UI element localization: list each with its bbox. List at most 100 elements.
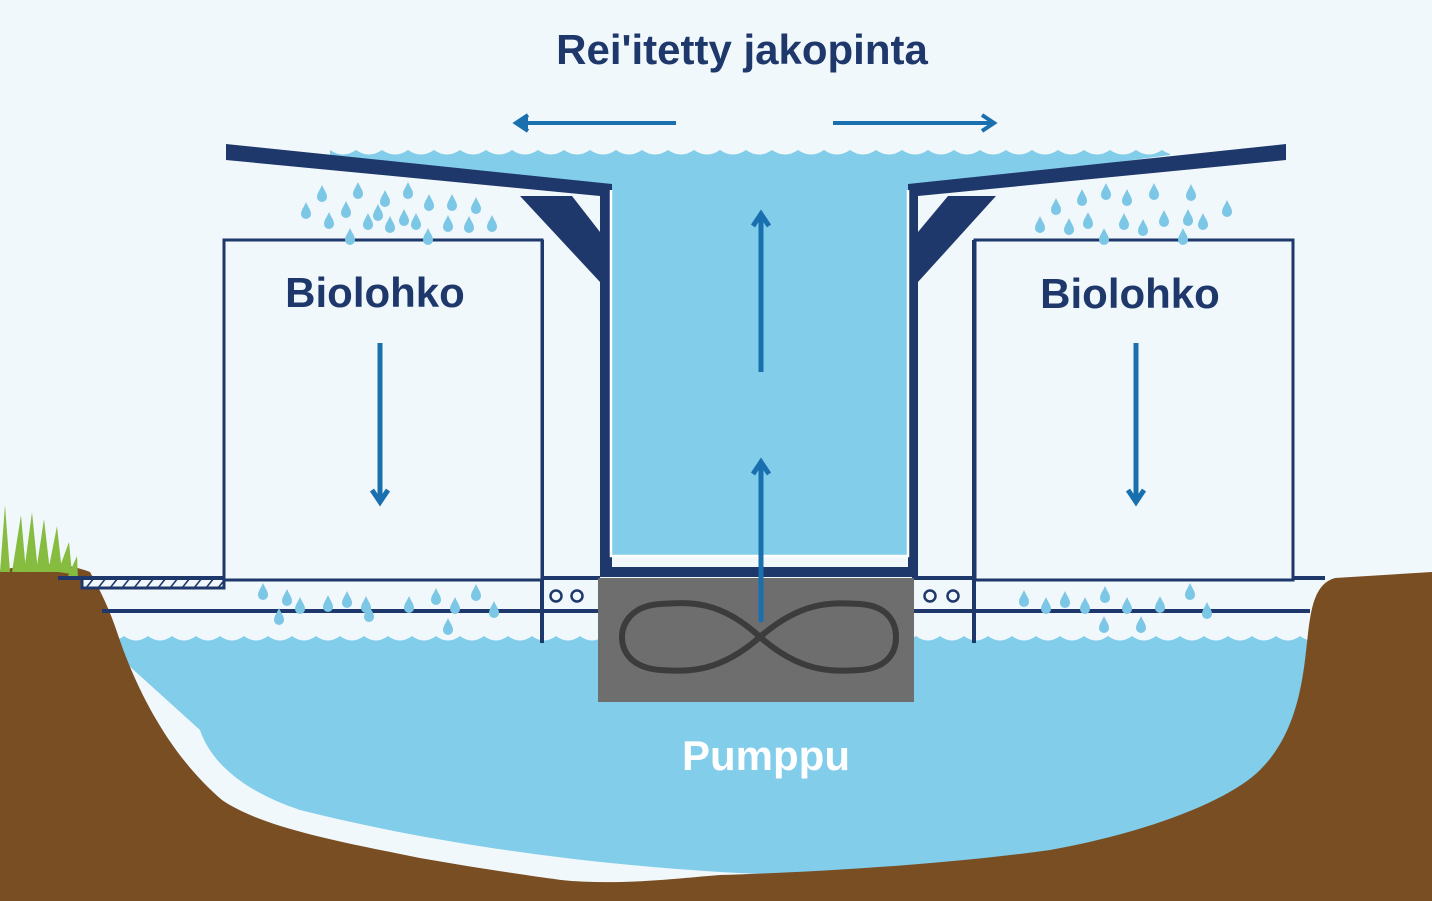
wave-crest (484, 630, 508, 641)
bracket-right (918, 196, 996, 282)
wave-crest (850, 144, 876, 155)
biolohko-left-label: Biolohko (285, 269, 465, 316)
water-drops (258, 182, 1232, 635)
water-drop (1041, 597, 1051, 614)
water-drop (380, 190, 390, 207)
water-drop (317, 185, 327, 202)
water-drop (295, 597, 305, 614)
water-drop (301, 202, 311, 219)
wave-crest (1084, 144, 1110, 155)
wave-crest (1110, 144, 1136, 155)
wave-crest (746, 144, 772, 155)
arrow-biolohko-left-icon (369, 343, 391, 507)
water-drop (363, 213, 373, 230)
wave-crest (434, 144, 460, 155)
water-drop (471, 197, 481, 214)
rollers-right (923, 589, 960, 603)
water-drop (1185, 583, 1195, 600)
wave-crest (1162, 144, 1188, 155)
water-drop (450, 597, 460, 614)
wave-crest (486, 144, 512, 155)
wave-crest (720, 144, 746, 155)
wave-crest (408, 144, 434, 155)
rollers-left (549, 589, 584, 603)
wave-crest (988, 630, 1012, 641)
wave-crest (1228, 630, 1252, 641)
wave-crest (1108, 630, 1132, 641)
wave-crest (172, 630, 196, 641)
water-drop (1159, 210, 1169, 227)
wave-crest (268, 630, 292, 641)
water-drop (1099, 228, 1109, 245)
water-drop (1080, 597, 1090, 614)
water-drop (373, 204, 383, 221)
water-drop (1183, 209, 1193, 226)
soil-right-bank (560, 572, 1432, 901)
wave-crest (1060, 630, 1084, 641)
wave-crest (556, 630, 580, 641)
water-drop (1122, 597, 1132, 614)
wave-crest (364, 630, 388, 641)
water-drop (342, 591, 352, 608)
wave-crest (1204, 630, 1228, 641)
water-drop (1019, 590, 1029, 607)
water-drop (399, 209, 409, 226)
wave-crest (220, 630, 244, 641)
wave-crest (694, 144, 720, 155)
wave-crest (316, 630, 340, 641)
soil-left-bank (0, 564, 600, 901)
water-drop (1149, 183, 1159, 200)
biolohko-right-label: Biolohko (1040, 270, 1220, 317)
diagram-title: Rei'itetty jakopinta (556, 26, 928, 73)
wave-crest (1156, 630, 1180, 641)
arrow-surface-right-icon (833, 113, 998, 133)
wave-crest (538, 144, 564, 155)
wave-crest (772, 144, 798, 155)
wave-crest (980, 144, 1006, 155)
bracket-left (520, 196, 600, 282)
water-drop (1122, 189, 1132, 206)
water-drop (443, 618, 453, 635)
wave-crest (1032, 144, 1058, 155)
water-drop (443, 215, 453, 232)
water-drop (1222, 200, 1232, 217)
water-drop (324, 212, 334, 229)
wave-crest (564, 144, 590, 155)
wave-crest (148, 630, 172, 641)
water-drop (1198, 213, 1208, 230)
grass-tuft (0, 505, 78, 578)
water-drop (1186, 184, 1196, 201)
water-drop (487, 215, 497, 232)
pump-infinity-icon (618, 600, 900, 674)
water-drop (1100, 586, 1110, 603)
arrow-riser-upper-icon (750, 209, 772, 372)
wave-crest (340, 630, 364, 641)
wave-crest (292, 630, 316, 641)
water-drop (1099, 616, 1109, 633)
water-drop (404, 596, 414, 613)
wave-crest (940, 630, 964, 641)
wave-crest (668, 144, 694, 155)
water-drop (1119, 213, 1129, 230)
wave-crest (824, 144, 850, 155)
water-drop (1083, 212, 1093, 229)
wave-crest (1276, 630, 1300, 641)
arrow-riser-lower-icon (750, 457, 772, 622)
water-drop (423, 228, 433, 245)
wave-crest (330, 144, 356, 155)
water-drop (1155, 596, 1165, 613)
wave-crest (388, 630, 412, 641)
water-drop (1077, 189, 1087, 206)
water-drop (385, 216, 395, 233)
water-drop (464, 216, 474, 233)
wave-crest (124, 630, 148, 641)
wave-crest (1252, 630, 1276, 641)
water-drop (353, 182, 363, 199)
water-drop (282, 589, 292, 606)
wave-crest (642, 144, 668, 155)
wave-crest (1058, 144, 1084, 155)
water-drop (431, 588, 441, 605)
wave-crest (1006, 144, 1032, 155)
wave-crest (196, 630, 220, 641)
water-drop (1136, 616, 1146, 633)
